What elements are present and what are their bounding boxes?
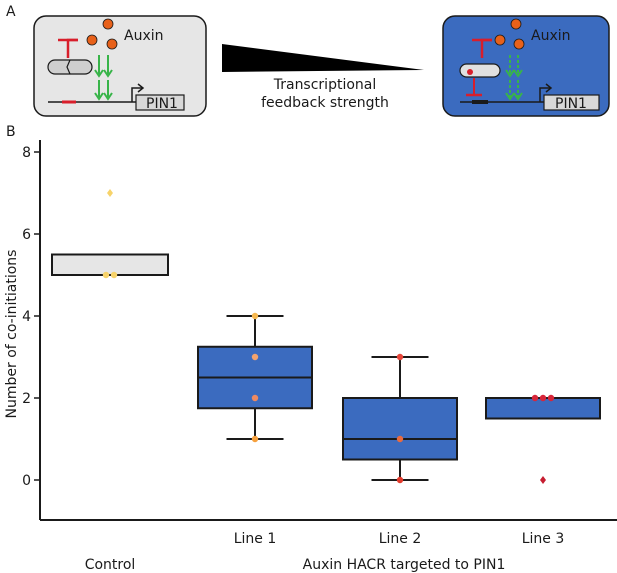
receptor-notch [66, 59, 71, 75]
control-gene-label: PIN1 [146, 96, 178, 112]
data-point [102, 271, 110, 279]
hacr-auxin-label: Auxin [531, 28, 571, 44]
hacr-schematic: Auxin PIN1 [442, 15, 610, 117]
data-point [396, 353, 404, 361]
x-tick-label: Line 1 [234, 531, 277, 547]
auxin-molecule [106, 38, 118, 50]
hacr-gene-label: PIN1 [555, 96, 587, 112]
y-tick-label: 4 [22, 309, 31, 325]
panel-b-label: B [6, 124, 16, 140]
auxin-molecule [494, 34, 506, 46]
panel-a-label: A [6, 4, 16, 20]
data-point [539, 394, 547, 402]
data-points [102, 189, 555, 484]
gradient-caption-line2: feedback strength [261, 95, 389, 111]
box-line-2 [342, 397, 458, 461]
receptor-complex [47, 59, 93, 75]
data-point [531, 394, 539, 402]
control-auxin-label: Auxin [124, 28, 164, 44]
pin1-gene-box [135, 94, 185, 111]
data-point [251, 353, 259, 361]
signal-arrows [94, 55, 113, 101]
y-ticks: 0 2 4 6 8 [22, 145, 40, 489]
box-plots [51, 253, 601, 481]
x-tick-label: Line 3 [522, 531, 565, 547]
promoter-arrow [539, 87, 550, 102]
y-tick-label: 0 [22, 473, 31, 489]
auxin-molecule [102, 18, 114, 30]
outlier-point [540, 476, 546, 484]
x-tick-labels: Control Line 1 Line 2 Line 3 [85, 531, 565, 573]
data-point [396, 435, 404, 443]
receptor-complex [459, 63, 501, 78]
data-point [396, 476, 404, 484]
box-control [51, 253, 169, 276]
auxin-molecule [510, 18, 522, 30]
x-tick-label: Line 2 [379, 531, 422, 547]
control-schematic: Auxin PIN1 [33, 15, 207, 117]
y-tick-label: 6 [22, 227, 31, 243]
y-tick-label: 2 [22, 391, 31, 407]
auxin-molecule [513, 38, 525, 50]
feedback-gradient-wedge [222, 44, 424, 72]
gradient-caption-line1: Transcriptional [273, 77, 377, 93]
pin1-gene-box [543, 94, 600, 111]
signal-arrows [505, 55, 523, 101]
data-point [547, 394, 555, 402]
y-tick-label: 8 [22, 145, 31, 161]
data-point [251, 435, 259, 443]
y-axis-label: Number of co-initiations [4, 250, 20, 419]
promoter-arrow [131, 87, 142, 102]
group-label: Auxin HACR targeted to PIN1 [303, 557, 506, 573]
data-point [251, 394, 259, 402]
outlier-point [107, 189, 113, 197]
repressor-dot [467, 69, 473, 75]
x-tick-label: Control [85, 557, 136, 573]
data-point [251, 312, 259, 320]
data-point [110, 271, 118, 279]
auxin-molecule [86, 34, 98, 46]
